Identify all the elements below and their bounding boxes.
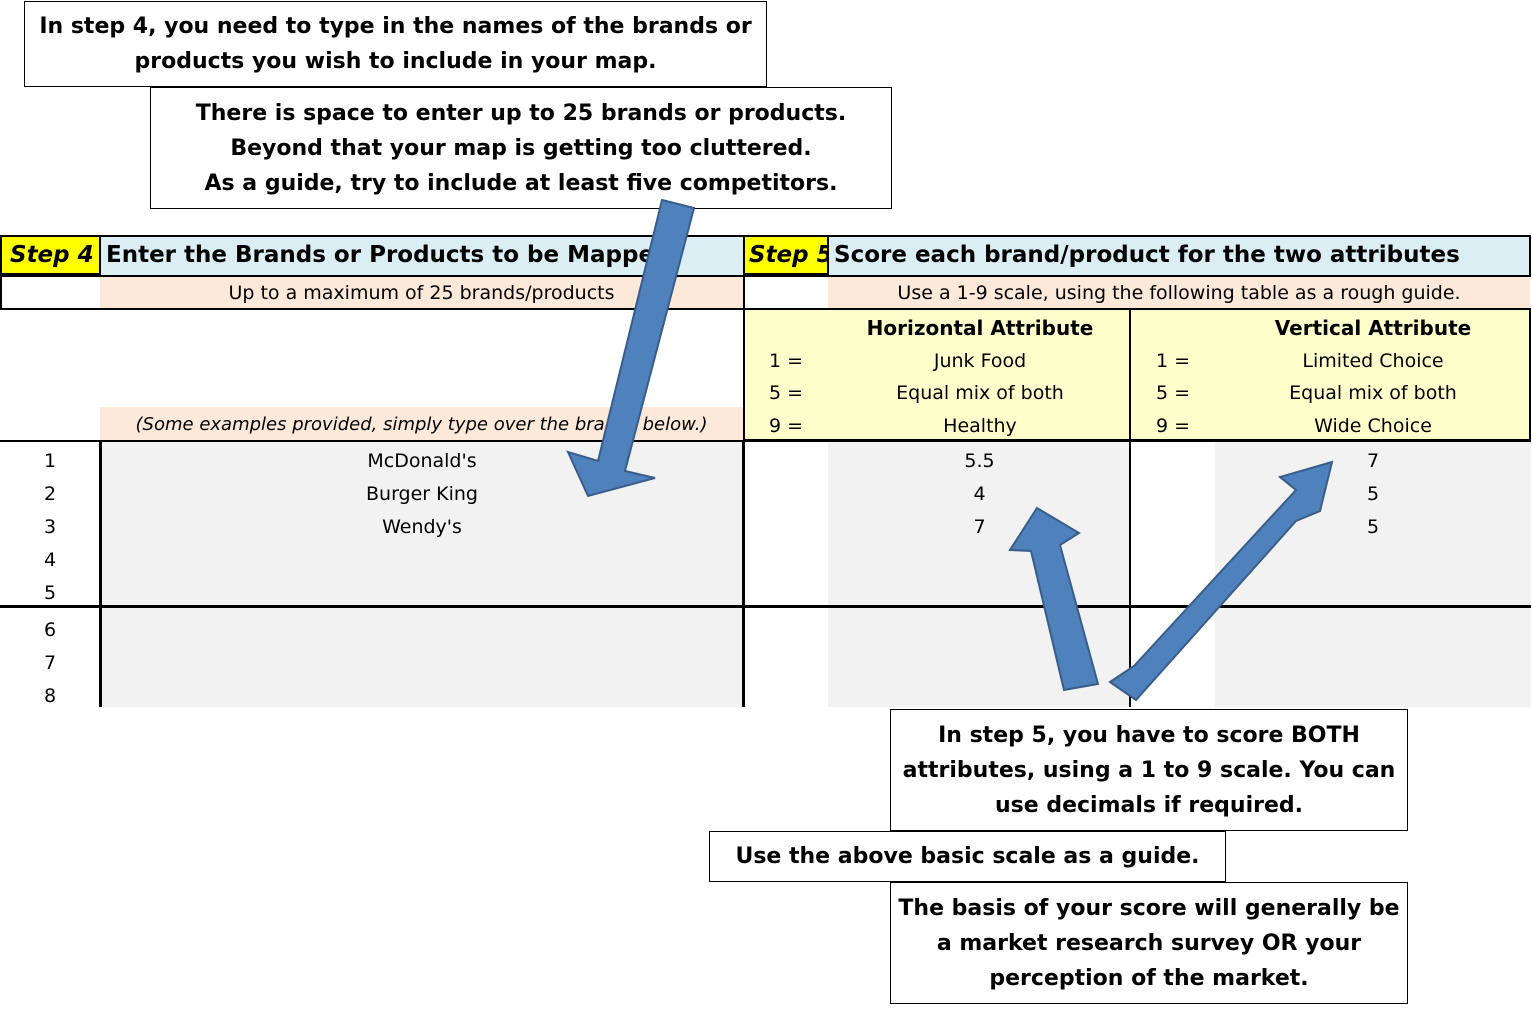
line-col-a — [99, 441, 102, 707]
vertical-score-cell[interactable] — [1216, 543, 1530, 576]
callout-step4-line2: products you wish to include in your map… — [134, 49, 657, 74]
vertical-score-cell[interactable]: 5 — [1366, 515, 1380, 538]
row-number: 3 — [43, 515, 57, 538]
step5-title: Score each brand/product for the two att… — [834, 242, 1460, 268]
callout-guide: Use the above basic scale as a guide. — [709, 831, 1226, 882]
row-number: 6 — [43, 618, 57, 641]
horizontal-value-5: Equal mix of both — [896, 382, 1064, 404]
callout-step5-line3: use decimals if required. — [994, 792, 1304, 818]
horizontal-score-cell[interactable] — [830, 576, 1129, 609]
step4-subtitle: Up to a maximum of 25 brands/products — [100, 277, 743, 308]
vertical-score-cell[interactable] — [1216, 646, 1530, 679]
row-number: 8 — [43, 684, 57, 707]
spreadsheet: Step 4 Enter the Brands or Products to b… — [0, 235, 1532, 707]
step5-label: Step 5 — [743, 235, 829, 275]
callout-step4: In step 4, you need to type in the names… — [24, 1, 767, 87]
line-under-subtitle — [0, 308, 1531, 310]
brand-name-cell[interactable] — [102, 613, 742, 646]
horizontal-value-1: Junk Food — [933, 350, 1027, 372]
row-number: 1 — [43, 449, 57, 472]
row-number: 4 — [43, 548, 57, 571]
step4-example-note: (Some examples provided, simply type ove… — [100, 407, 743, 441]
horizontal-score-cell[interactable] — [830, 679, 1129, 712]
horizontal-score-cell[interactable] — [830, 543, 1129, 576]
brand-name-cell[interactable] — [102, 576, 742, 609]
step5-subtitle: Use a 1-9 scale, using the following tab… — [828, 277, 1530, 308]
table-row: 6 — [0, 613, 1532, 646]
brand-name-cell[interactable] — [102, 679, 742, 712]
horizontal-score-cell[interactable]: 7 — [973, 515, 986, 538]
vertical-value-5: Equal mix of both — [1289, 382, 1457, 404]
callout-space-line2: Beyond that your map is getting too clut… — [230, 135, 812, 161]
line-under-scale — [0, 440, 1531, 442]
horizontal-score-cell[interactable]: 4 — [973, 482, 986, 505]
callout-step5-line1: In step 5, you have to score BOTH — [938, 722, 1360, 748]
table-row: 2 Burger King 4 5 — [0, 477, 1532, 510]
table-row: 4 — [0, 543, 1532, 576]
horizontal-attribute-title: Horizontal Attribute — [866, 316, 1094, 340]
step4-title: Enter the Brands or Products to be Mappe… — [106, 242, 671, 268]
callout-basis-line2: a market research survey OR your — [936, 930, 1362, 956]
vertical-score-cell[interactable]: 7 — [1366, 449, 1380, 472]
vertical-key-1: 1 = — [1155, 350, 1191, 372]
line-under-header — [0, 275, 1531, 277]
vertical-key-5: 5 = — [1155, 382, 1191, 404]
vertical-score-cell[interactable] — [1216, 679, 1530, 712]
vertical-score-cell[interactable] — [1216, 576, 1530, 609]
scale-divider — [1129, 308, 1131, 441]
row-number: 5 — [43, 581, 57, 604]
brand-name-cell[interactable]: Wendy's — [382, 515, 462, 538]
line-group-break — [0, 605, 1531, 608]
horizontal-score-cell[interactable] — [830, 646, 1129, 679]
table-row: 1 McDonald's 5.5 7 — [0, 444, 1532, 477]
horizontal-key-9: 9 = — [768, 415, 804, 437]
vertical-score-cell[interactable]: 5 — [1366, 482, 1380, 505]
callout-space: There is space to enter up to 25 brands … — [150, 87, 892, 209]
step4-label: Step 4 — [0, 235, 101, 275]
callout-basis: The basis of your score will generally b… — [890, 882, 1408, 1004]
vertical-value-9: Wide Choice — [1314, 415, 1432, 437]
line-left-border — [0, 275, 2, 308]
brand-name-cell[interactable]: McDonald's — [367, 449, 477, 472]
callout-step4-line1: In step 4, you need to type in the names… — [39, 14, 752, 39]
brand-name-cell[interactable]: Burger King — [366, 482, 478, 505]
row-number: 7 — [43, 651, 57, 674]
table-row: 3 Wendy's 7 5 — [0, 510, 1532, 543]
vertical-value-1: Limited Choice — [1302, 350, 1444, 372]
line-b-subtitle — [743, 275, 745, 441]
horizontal-score-cell[interactable]: 5.5 — [964, 449, 995, 472]
callout-step5-line2: attributes, using a 1 to 9 scale. You ca… — [902, 757, 1396, 783]
horizontal-key-1: 1 = — [768, 350, 804, 372]
step5-header-band — [828, 235, 1531, 275]
callout-space-line3: As a guide, try to include at least five… — [204, 170, 838, 196]
table-row: 8 — [0, 679, 1532, 712]
callout-space-line1: There is space to enter up to 25 brands … — [195, 100, 847, 126]
line-col-b — [742, 441, 745, 707]
callout-step5: In step 5, you have to score BOTH attrib… — [890, 709, 1408, 831]
vertical-score-cell[interactable] — [1216, 613, 1530, 646]
vertical-key-9: 9 = — [1155, 415, 1191, 437]
callout-basis-line1: The basis of your score will generally b… — [898, 895, 1400, 921]
table-row: 5 — [0, 576, 1532, 609]
vertical-attribute-title: Vertical Attribute — [1274, 316, 1472, 340]
callout-guide-text: Use the above basic scale as a guide. — [735, 844, 1200, 869]
brand-name-cell[interactable] — [102, 543, 742, 576]
data-rows: 1 McDonald's 5.5 7 2 Burger King 4 5 3 Wendy's 7 5 4… — [0, 444, 1532, 707]
horizontal-score-cell[interactable] — [830, 613, 1129, 646]
table-row: 7 — [0, 646, 1532, 679]
callout-basis-line3: perception of the market. — [989, 965, 1309, 991]
horizontal-key-5: 5 = — [768, 382, 804, 404]
row-number: 2 — [43, 482, 57, 505]
horizontal-value-9: Healthy — [943, 415, 1017, 437]
brand-name-cell[interactable] — [102, 646, 742, 679]
